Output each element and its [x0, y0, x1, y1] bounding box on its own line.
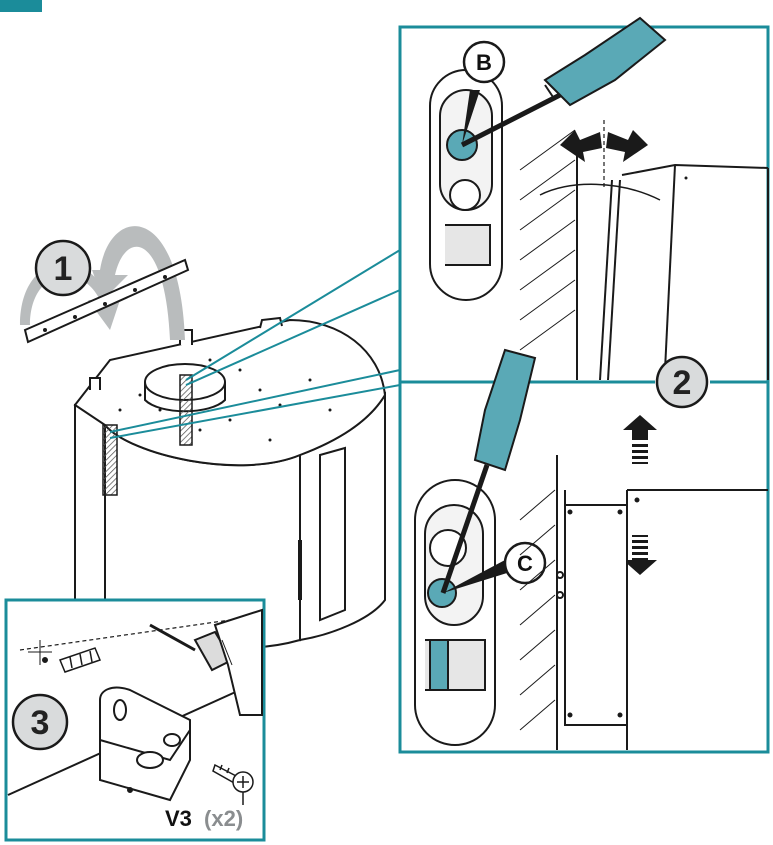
screw-qty: (x2)	[204, 806, 243, 831]
step1-badge: 1	[34, 239, 92, 297]
svg-text:V3 (x2): V3 (x2)	[165, 806, 243, 831]
curved-arrow-icon	[92, 226, 185, 340]
step2-badge: 2	[655, 355, 709, 409]
leader-lines	[109, 249, 401, 439]
rotation-arrows-icon	[560, 130, 688, 180]
hood-holes	[118, 358, 332, 442]
drill-icon	[149, 608, 263, 716]
callout-c: C	[443, 541, 547, 593]
screwdriver-icon	[440, 348, 537, 594]
screw-icon	[212, 763, 254, 805]
screwdriver-icon	[460, 16, 667, 148]
down-arrow-icon	[623, 535, 657, 575]
step2-label: 2	[673, 364, 692, 402]
step1-label: 1	[54, 250, 73, 288]
wall-plug-icon	[59, 647, 101, 673]
corner-tab	[0, 0, 42, 12]
screw-code: V3	[165, 806, 192, 831]
up-arrow-icon	[623, 415, 657, 464]
lower-bracket	[414, 479, 496, 746]
hood-brackets	[102, 374, 193, 496]
upper-bracket	[429, 69, 503, 301]
step3-label: 3	[31, 704, 50, 742]
hood-body	[73, 316, 387, 649]
screw-label: V3 (x2)	[165, 806, 243, 831]
step1-rail	[20, 226, 190, 344]
callout-b: B	[462, 40, 506, 145]
upper-section	[519, 120, 769, 381]
step3-badge: 3	[11, 693, 69, 751]
bracket-icon	[99, 686, 191, 802]
callout-c-label: C	[517, 551, 533, 576]
lower-section	[519, 455, 768, 750]
callout-b-label: B	[476, 50, 492, 75]
